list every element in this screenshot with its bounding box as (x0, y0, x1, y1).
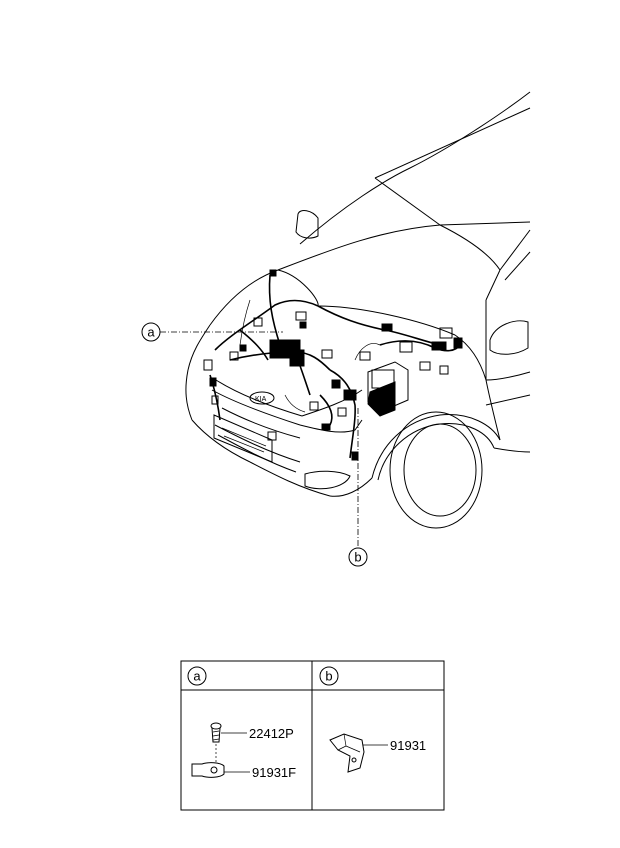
car-outline: KIA (185, 91, 531, 529)
table-marker-b: b (325, 669, 332, 684)
callout-a: a (141, 322, 283, 342)
svg-text:KIA: KIA (255, 396, 267, 403)
part-number-screw: 22412P (249, 726, 294, 741)
wiring-harness (209, 274, 461, 459)
callout-b-circle (348, 547, 368, 567)
callout-b: b (348, 408, 368, 567)
table-marker-b-circle (319, 666, 339, 686)
callout-a-circle (141, 322, 161, 342)
table-marker-a: a (193, 669, 201, 684)
table-marker-a-circle (187, 666, 207, 686)
bracket-b-icon (329, 733, 365, 773)
callout-a-label: a (147, 325, 155, 340)
bracket-a-icon (191, 762, 225, 778)
part-number-bracket-b: 91931 (390, 738, 426, 753)
callout-b-label: b (354, 550, 361, 565)
parts-table: a b 22412P 91931F 91931 (180, 660, 445, 811)
screw-icon (210, 722, 222, 743)
part-number-bracket-a: 91931F (252, 765, 296, 780)
harness-connectors (203, 269, 463, 461)
